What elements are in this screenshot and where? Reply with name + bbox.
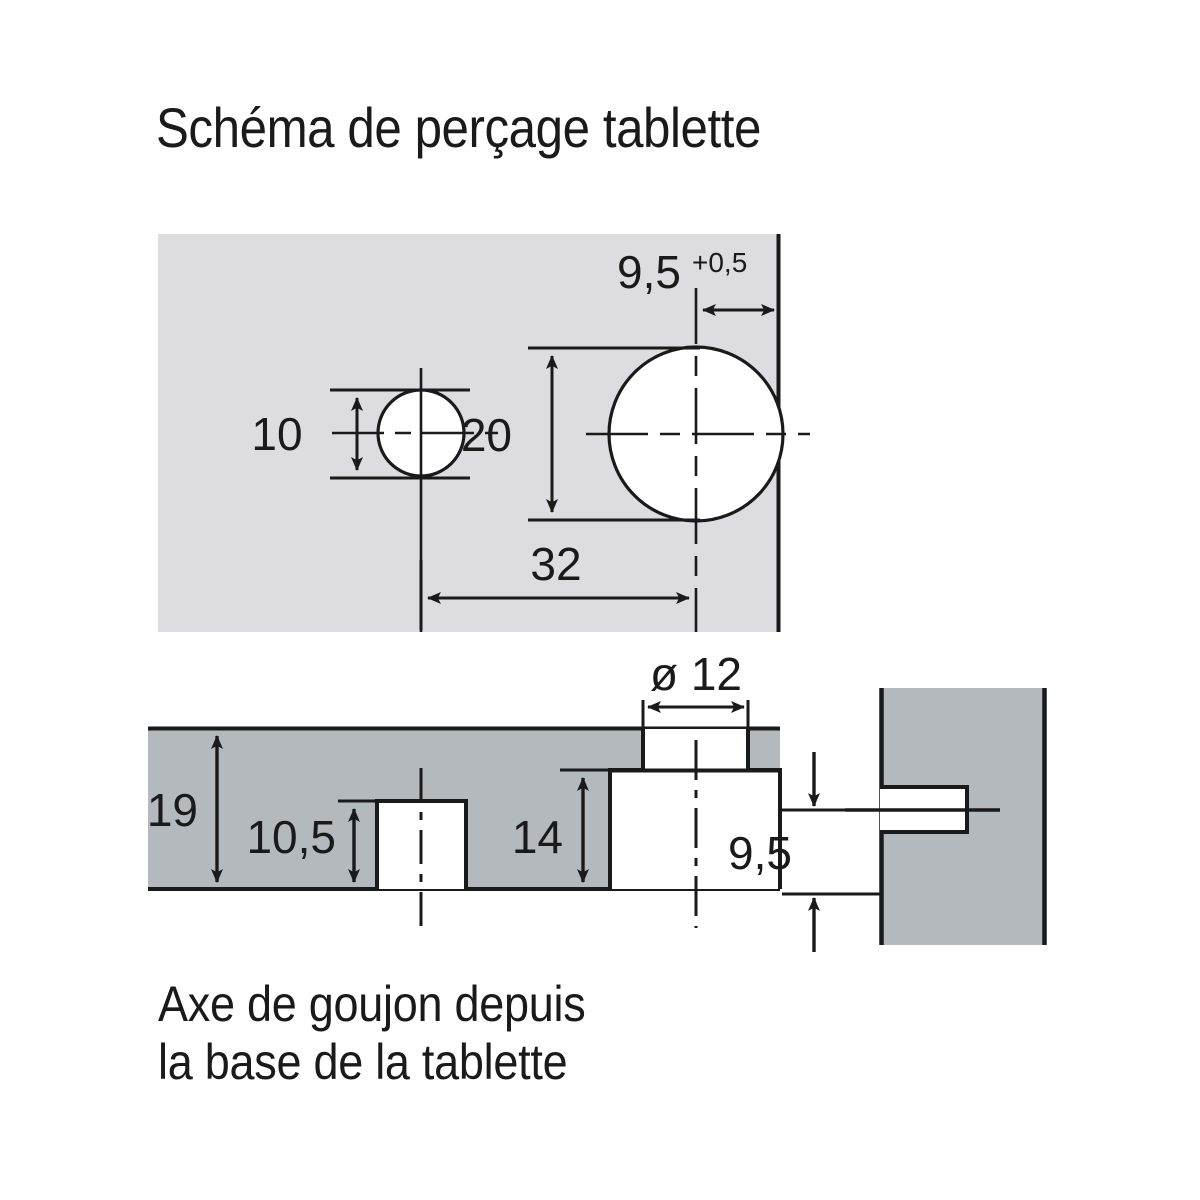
dim-label-105: 10,5	[246, 811, 336, 863]
dim-label-dowel-95: 9,5	[728, 827, 792, 879]
dim-counterbore-12: ø 12	[641, 648, 750, 742]
dim-small-hole-10: 10	[251, 388, 470, 480]
caption-line-1: Axe de goujon depuis	[158, 976, 586, 1032]
dim-thickness-19: 19	[147, 735, 223, 883]
dim-large-hole-20: 20	[461, 346, 700, 522]
dim-label-10: 10	[251, 408, 302, 460]
page-title: Schéma de perçage tablette	[156, 96, 761, 159]
dim-label-95-tolerance: +0,5	[692, 247, 747, 278]
side-panel-group: 9,5	[728, 688, 1047, 952]
dim-label-32: 32	[530, 538, 581, 590]
caption-line-2: la base de la tablette	[158, 1034, 568, 1090]
dim-spacing-32: 32	[419, 538, 690, 630]
dim-depth-105: 10,5	[246, 799, 420, 883]
dim-dowel-axis-95: 9,5	[728, 752, 880, 952]
dim-depth-14: 14	[512, 768, 652, 883]
dim-edge-95: 9,5 +0,5	[617, 246, 775, 316]
top-view-group: 10 20 32 9,5 +0,5	[158, 234, 810, 632]
large-hole-centerlines	[586, 288, 810, 632]
drawing-caption: Axe de goujon depuis la base de la table…	[158, 975, 586, 1091]
dim-label-20: 20	[461, 409, 512, 461]
dim-label-14: 14	[512, 811, 563, 863]
dim-label-95: 9,5	[617, 246, 681, 298]
section-view-group: 19 10,5 14 ø 12	[147, 648, 782, 928]
dim-label-o12: ø 12	[650, 648, 742, 700]
dim-label-19: 19	[147, 784, 198, 836]
